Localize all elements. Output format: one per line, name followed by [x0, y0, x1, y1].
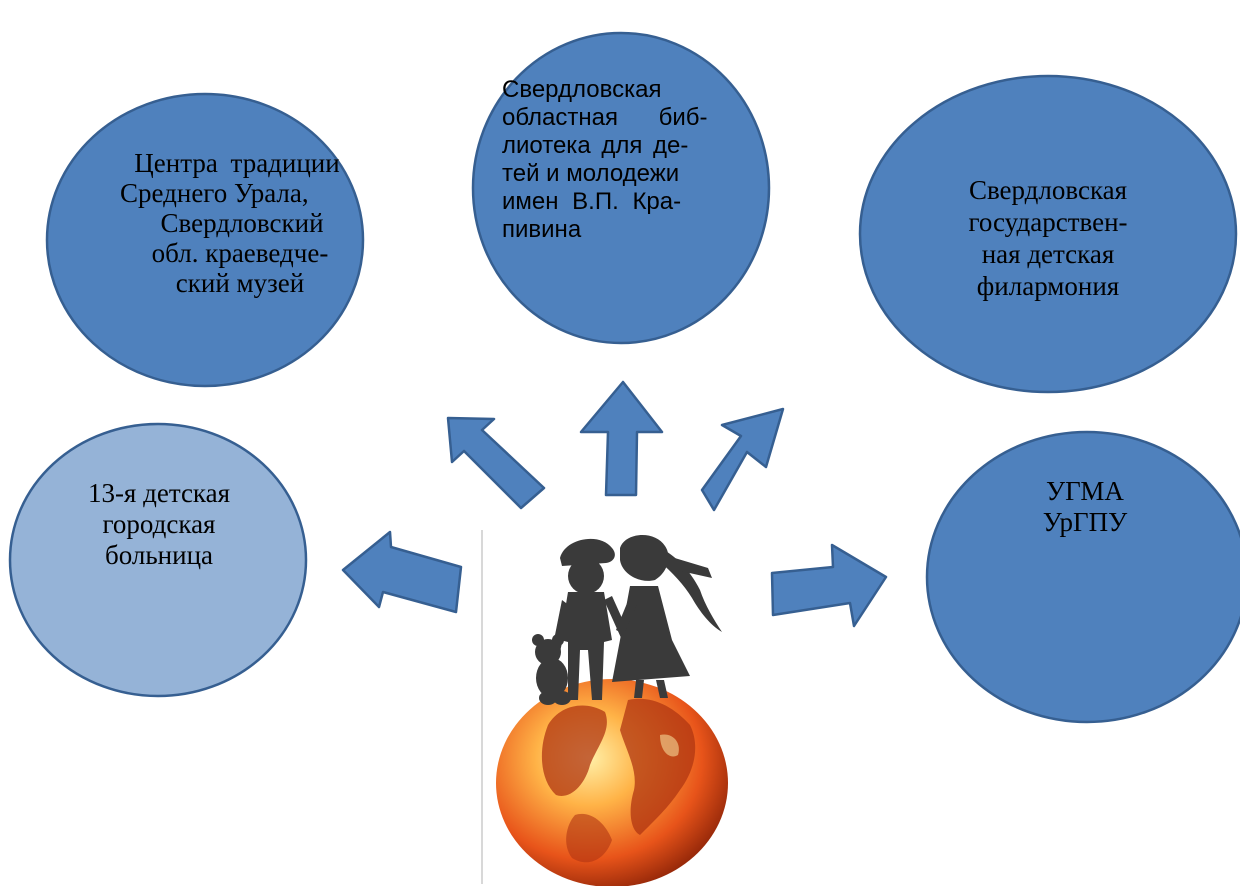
node-line: областная биб- — [502, 104, 708, 131]
node-text-hospital: 13-я детская городская больница — [54, 478, 264, 571]
node-ellipse-center-tradition — [45, 92, 365, 388]
node-line: Центра традиции — [134, 148, 340, 178]
node-ellipse-library — [471, 31, 771, 345]
node-line: лиотека для де- — [502, 132, 689, 159]
node-line: УГМА — [1046, 476, 1124, 506]
node-ellipse-universities — [925, 430, 1240, 724]
node-line: ский музей — [175, 268, 305, 298]
node-text-philharmonic: Свердловская государствен- ная детская ф… — [930, 174, 1166, 302]
arrow-to-library — [579, 380, 664, 497]
node-line: тей и молодежи — [502, 160, 680, 187]
node-line: УрГПУ — [1042, 507, 1128, 537]
node-line: Свердловская — [502, 76, 662, 103]
node-line: Среднего Урала, — [120, 178, 309, 208]
node-line: Свердловская — [968, 175, 1128, 205]
node-text-universities: УГМА УрГПУ — [1010, 476, 1160, 538]
children-on-globe-icon — [496, 534, 728, 886]
node-ellipse-philharmonic — [858, 74, 1238, 394]
arrow-to-universities — [770, 543, 888, 628]
arrow-to-hospital — [341, 530, 463, 614]
node-line: пивина — [502, 216, 582, 243]
node-line: 13-я детская — [87, 478, 231, 508]
node-text-center-tradition: Центра традиции Среднего Урала, Свердлов… — [112, 148, 362, 298]
node-line: ная детская — [981, 239, 1115, 269]
node-line: Свердловский — [160, 208, 324, 238]
node-line: филармония — [976, 271, 1120, 301]
node-line: имен В.П. Кра- — [502, 188, 682, 215]
node-line: городская — [102, 509, 216, 539]
node-line: государствен- — [968, 207, 1128, 237]
node-line: обл. краеведче- — [151, 238, 329, 268]
node-text-library: Свердловская областная биб- лиотека для … — [502, 76, 752, 244]
node-ellipse-hospital — [8, 422, 308, 698]
arrow-to-center-tradition — [446, 416, 546, 510]
node-line: больница — [105, 540, 213, 570]
arrow-to-philharmonic — [700, 407, 785, 512]
